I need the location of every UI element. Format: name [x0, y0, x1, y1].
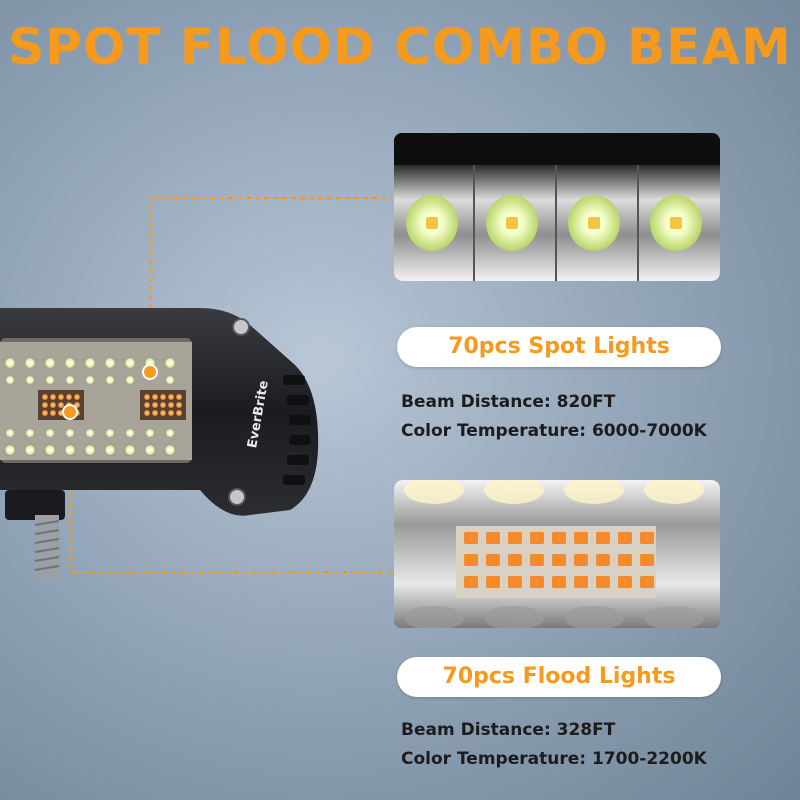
flood-beam-distance: Beam Distance: 328FT	[401, 720, 616, 740]
spot-closeup-image	[394, 133, 720, 281]
flood-lights-closeup	[394, 480, 720, 628]
flood-callout-dot	[62, 404, 78, 420]
flood-color-temperature: Color Temperature: 1700-2200K	[401, 749, 707, 769]
mount-bracket	[5, 490, 65, 520]
screw-bottom	[228, 488, 246, 506]
screw-top	[232, 318, 250, 336]
spot-lights-closeup	[394, 133, 720, 281]
flood-specs: Beam Distance: 328FT Color Temperature: …	[401, 716, 707, 774]
flood-closeup-image	[394, 480, 720, 628]
spot-specs: Beam Distance: 820FT Color Temperature: …	[401, 388, 707, 446]
flood-lights-label: 70pcs Flood Lights	[397, 657, 721, 697]
spot-lights-label: 70pcs Spot Lights	[397, 327, 721, 367]
spot-callout-dot	[142, 364, 158, 380]
spot-led-row-top	[4, 357, 176, 385]
spot-color-temperature: Color Temperature: 6000-7000K	[401, 421, 707, 441]
flood-led-closeup	[464, 532, 654, 588]
spot-led-row-bottom	[4, 428, 176, 456]
light-bar-image: EverBrite	[0, 308, 319, 580]
page-title: SPOT FLOOD COMBO BEAM	[8, 18, 792, 76]
spot-beam-distance: Beam Distance: 820FT	[401, 392, 616, 412]
flood-led-block-right	[140, 390, 186, 420]
